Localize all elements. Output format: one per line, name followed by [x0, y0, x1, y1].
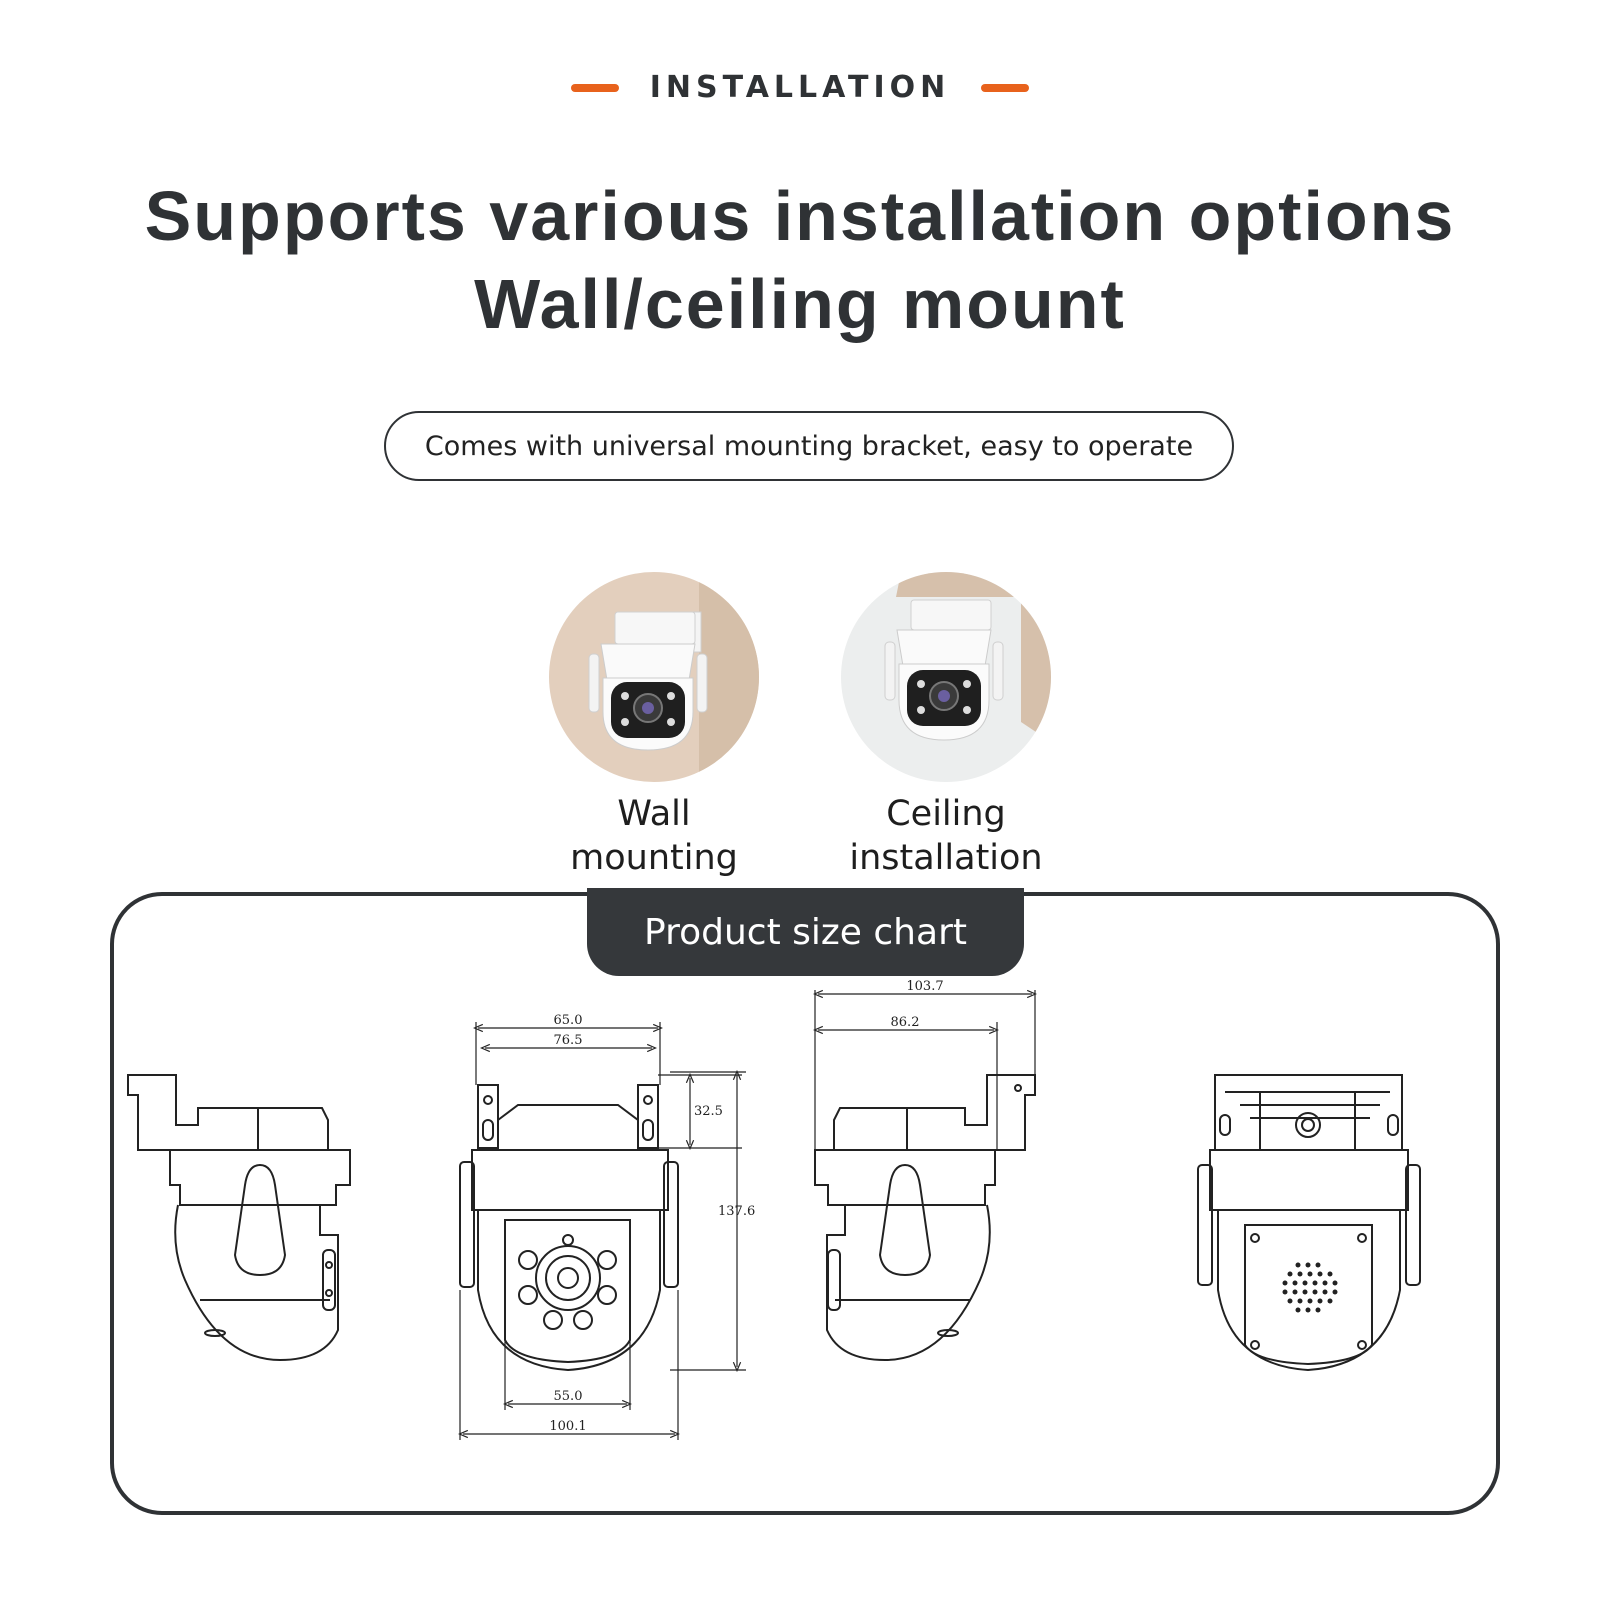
size-chart-panel	[110, 892, 1500, 1515]
ceiling-installation-label: Ceiling installation	[849, 794, 1043, 878]
size-chart-title: Product size chart	[644, 911, 967, 953]
front-dimension-lines	[460, 1022, 746, 1440]
dim-side-total: 103.7	[906, 980, 943, 994]
technical-drawings: 65.0 76.5 32.5 137.6 55.0 100.1 103.7 86…	[127, 980, 1421, 1440]
feature-pill-text: Comes with universal mounting bracket, e…	[424, 430, 1194, 462]
speaker-grille	[1282, 1262, 1338, 1313]
drawing-front-view	[459, 1084, 679, 1372]
dim-front-bracket-height: 32.5	[694, 1104, 723, 1119]
headline-line-1: Supports various installation options	[144, 177, 1456, 255]
option-ceiling-installation: Ceiling installation	[796, 572, 1096, 880]
ceiling-mount-photo	[841, 572, 1051, 782]
dim-front-total-width: 100.1	[549, 1419, 586, 1434]
feature-pill: Comes with universal mounting bracket, e…	[384, 411, 1234, 481]
wall-mounting-label: Wall mounting	[570, 794, 738, 878]
dim-front-height: 137.6	[718, 1204, 755, 1219]
drawing-side-view-left	[127, 1074, 351, 1362]
side-dimension-lines	[815, 990, 1035, 1150]
dim-front-lens-width: 55.0	[554, 1389, 583, 1404]
option-wall-mounting: Wall mounting	[504, 572, 804, 880]
dim-front-top: 65.0	[554, 1013, 583, 1028]
size-chart-tab: Product size chart	[587, 888, 1024, 976]
drawing-rear-view	[1197, 1074, 1421, 1372]
headline-line-2: Wall/ceiling mount	[474, 265, 1126, 343]
dim-side-inner: 86.2	[891, 1015, 920, 1030]
drawing-side-view-right	[814, 1074, 1036, 1362]
wall-mount-photo	[549, 572, 759, 782]
dim-front-inner: 76.5	[554, 1033, 583, 1048]
section-kicker: INSTALLATION	[0, 70, 1600, 105]
accent-bar-right	[981, 83, 1030, 92]
accent-bar-left	[570, 83, 619, 92]
kicker-text: INSTALLATION	[649, 70, 951, 105]
